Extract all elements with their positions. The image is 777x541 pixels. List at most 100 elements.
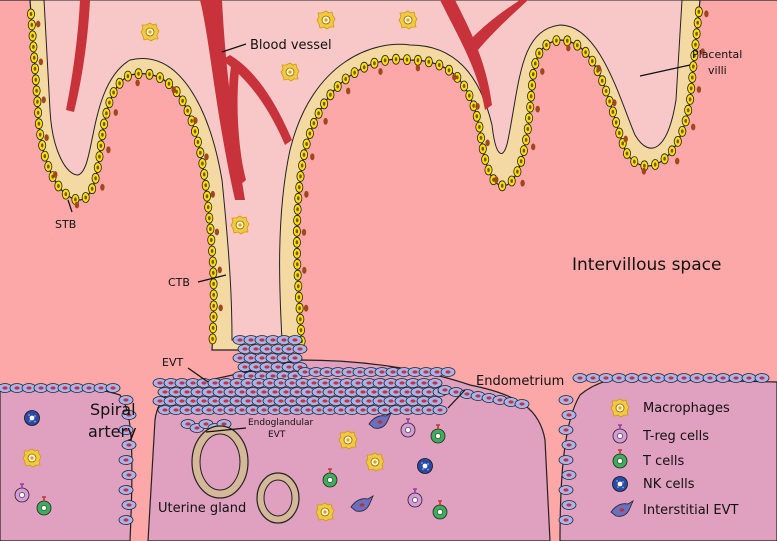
- evt-cell: [561, 440, 577, 450]
- evt-cell: [728, 373, 744, 383]
- trophoblast-cell: [517, 155, 526, 167]
- trophoblast-cell: [292, 225, 301, 237]
- trophoblast-cell: [360, 61, 369, 73]
- trophoblast-cell: [95, 151, 104, 163]
- trophoblast-cell: [527, 79, 537, 91]
- blood-vessels: [66, 0, 528, 200]
- stromal-nuclei: [36, 10, 709, 312]
- trophoblast-cell: [309, 117, 318, 129]
- stromal-nucleus: [566, 44, 571, 52]
- trophoblast-cell: [209, 311, 218, 323]
- evt-cell: [121, 500, 137, 510]
- evt-cell: [572, 373, 588, 383]
- trophoblast-cell: [476, 132, 486, 144]
- trophoblast-cell: [381, 54, 390, 66]
- stromal-nucleus: [304, 190, 309, 198]
- evt-cell: [427, 378, 443, 388]
- stromal-nucleus: [74, 201, 80, 209]
- trophoblast-cell: [294, 192, 303, 204]
- trophoblast-cell: [295, 181, 304, 193]
- trophoblast-cell: [134, 68, 143, 80]
- trophoblast-cell: [209, 322, 218, 334]
- trophoblast-cell: [573, 39, 582, 51]
- trophoblast-cell: [88, 183, 97, 195]
- trophoblast-cell: [552, 35, 561, 47]
- trophoblast-cell: [293, 258, 302, 270]
- label-endoglandular-evt: EVT: [268, 430, 286, 440]
- trophoblast-cell: [96, 140, 105, 152]
- trophoblast-cell: [293, 203, 302, 215]
- trophoblast-cell: [209, 267, 218, 279]
- trophoblast-cell: [295, 302, 304, 314]
- trophoblast-cell: [145, 68, 154, 80]
- nk-cell-icon: [612, 476, 628, 492]
- trophoblast-cell: [31, 74, 40, 86]
- evt-cell: [663, 373, 679, 383]
- stromal-nucleus: [113, 109, 119, 116]
- label-placental: Placental: [692, 48, 742, 61]
- macrophage-icon: [610, 398, 630, 418]
- trophoblast-cell: [484, 164, 493, 176]
- stromal-nucleus: [641, 167, 647, 175]
- stromal-nucleus: [415, 64, 421, 72]
- trophoblast-cell: [205, 212, 214, 224]
- evt-cell: [287, 335, 303, 345]
- trophoblast-cell: [507, 175, 516, 187]
- stromal-nucleus: [36, 20, 41, 28]
- evt-cell: [689, 373, 705, 383]
- trophoblast-cell: [478, 143, 487, 155]
- label-artery: artery: [88, 422, 137, 441]
- trophoblast-cell: [563, 35, 572, 47]
- stromal-nucleus: [612, 99, 617, 107]
- trophoblast-cell: [208, 333, 217, 345]
- label-ctb: CTB: [168, 276, 190, 289]
- evt-cell: [105, 383, 121, 393]
- stromal-nucleus: [302, 266, 307, 274]
- evt-cell: [118, 455, 134, 465]
- trophoblast-cell: [123, 70, 132, 82]
- trophoblast-cell: [209, 300, 218, 312]
- legend-label-interstitial-evt: Interstitial EVT: [643, 503, 739, 518]
- trophoblast-cell: [391, 53, 401, 65]
- stromal-nucleus: [494, 176, 499, 184]
- trophoblast-cell: [201, 179, 210, 191]
- trophoblast-cell: [38, 139, 47, 151]
- trophoblast-cell: [30, 63, 40, 75]
- trophoblast-cell: [435, 59, 444, 71]
- trophoblast-cell: [209, 278, 218, 290]
- trophoblast-cell: [581, 46, 590, 58]
- stromal-nucleus: [700, 48, 705, 55]
- stromal-nucleus: [41, 96, 46, 104]
- trophoblast-cell: [694, 6, 703, 18]
- label-villi: villi: [708, 64, 727, 77]
- label-endometrium: Endometrium: [476, 374, 564, 389]
- trophoblast-cell: [34, 107, 43, 119]
- evt-cell: [598, 373, 614, 383]
- evt-cell: [561, 470, 577, 480]
- trophoblast-cell: [481, 154, 490, 165]
- evt-cell: [292, 344, 308, 354]
- label-intervillous-space: Intervillous space: [572, 255, 721, 275]
- trophoblast-cell: [684, 104, 693, 116]
- evt-cell: [754, 373, 770, 383]
- stromal-nucleus: [691, 123, 696, 131]
- label-evt: EVT: [162, 356, 183, 369]
- trophoblast-cell: [293, 214, 302, 226]
- label-uterine-gland: Uterine gland: [158, 501, 246, 516]
- trophoblast-cell: [651, 159, 660, 170]
- trophoblast-cell: [686, 93, 695, 105]
- trophoblast-cell: [296, 170, 305, 182]
- trophoblast-cell: [692, 28, 701, 40]
- stromal-nucleus: [310, 153, 315, 161]
- trophoblast-cell: [61, 188, 70, 200]
- evt-cell: [287, 353, 303, 363]
- trophoblast-cell: [320, 98, 329, 110]
- trophoblast-cell: [204, 201, 213, 213]
- label-blood-vessel: Blood vessel: [250, 38, 332, 53]
- trophoblast-cell: [292, 247, 302, 259]
- stromal-nucleus: [44, 134, 49, 142]
- stromal-nucleus: [100, 183, 105, 191]
- stromal-nucleus: [38, 58, 44, 66]
- trophoblast-cell: [26, 8, 36, 20]
- evt-cell: [561, 500, 577, 510]
